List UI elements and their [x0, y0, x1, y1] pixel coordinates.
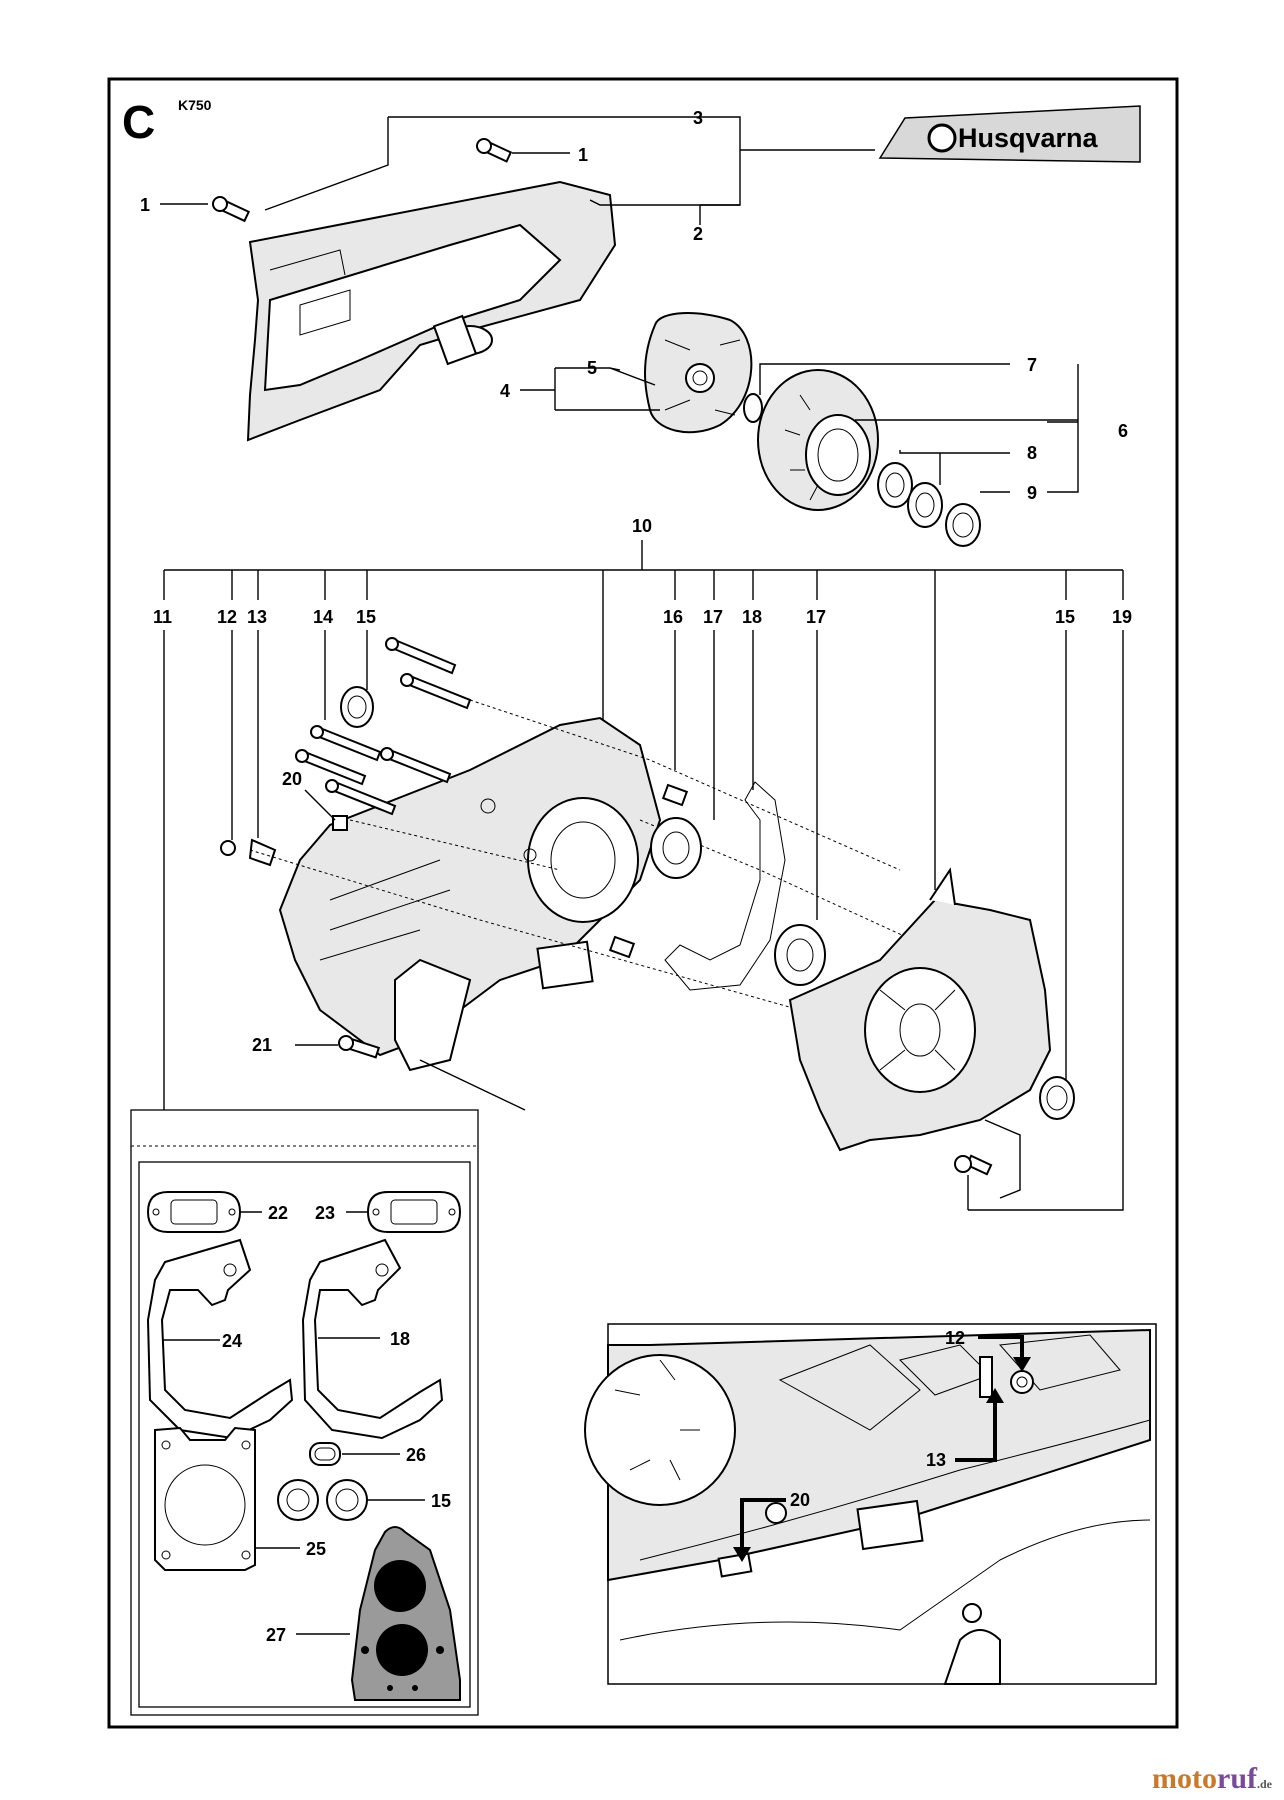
gasket-part-23 — [366, 1191, 462, 1233]
gasket-part-27 — [350, 1526, 461, 1701]
kit-callout-18: 18 — [390, 1329, 410, 1349]
callout-8: 8 — [1027, 443, 1037, 463]
arrow-icon — [740, 1498, 786, 1550]
callout-10: 10 — [632, 516, 652, 536]
callout-15b: 15 — [1055, 607, 1075, 627]
seal-part-9 — [945, 503, 981, 547]
watermark-part-b: ruf — [1217, 1762, 1257, 1795]
brand-name: Husqvarna — [958, 123, 1099, 153]
bearing-part-8b — [907, 482, 943, 528]
gasket-part-18 — [664, 781, 786, 991]
kit-callout-23: 23 — [315, 1203, 335, 1223]
inset-detail-view — [584, 1323, 1157, 1685]
callout-1a: 1 — [140, 195, 150, 215]
gasket-part-18-kit — [301, 1238, 444, 1440]
callout-13: 13 — [247, 607, 267, 627]
callout-1b: 1 — [578, 145, 588, 165]
bearing-part-8a — [877, 462, 913, 508]
watermark-tld: .de — [1257, 1777, 1272, 1791]
arrow-icon — [955, 1400, 997, 1462]
callout-6: 6 — [1118, 421, 1128, 441]
callout-16: 16 — [663, 607, 683, 627]
arrow-icon — [978, 1335, 1024, 1360]
model-label: K750 — [178, 97, 212, 113]
washer-part-7 — [743, 393, 763, 423]
gasket-part-25 — [154, 1426, 256, 1571]
brand-logo: Husqvarna — [878, 105, 1141, 163]
callout-14: 14 — [313, 607, 333, 627]
kit-callout-24: 24 — [222, 1331, 242, 1351]
clutch-assembly — [644, 312, 753, 434]
oring-part-26 — [309, 1442, 341, 1466]
section-letter: C — [122, 96, 155, 148]
husqvarna-crown-icon — [927, 123, 957, 153]
callout-5: 5 — [587, 358, 597, 378]
callout-3: 3 — [693, 108, 703, 128]
callout-11: 11 — [153, 607, 172, 627]
callout-9: 9 — [1027, 483, 1037, 503]
screw-part-1a — [212, 196, 251, 223]
clutch-cover — [246, 180, 617, 442]
callout-12: 12 — [217, 607, 237, 627]
callout-2: 2 — [693, 224, 703, 244]
kit-callout-27: 27 — [266, 1625, 286, 1645]
screw-set-part-14 — [295, 637, 472, 816]
callout-4: 4 — [500, 381, 510, 401]
screw-part-1b — [476, 138, 513, 163]
nut-part-20 — [332, 815, 348, 831]
callout-17a: 17 — [703, 607, 723, 627]
crankcase-right-half — [788, 867, 1052, 1152]
diagram-frame — [107, 77, 1179, 1729]
pin-part-16b — [608, 935, 636, 959]
gasket-part-22 — [146, 1191, 242, 1233]
callout-7: 7 — [1027, 355, 1037, 375]
callout-21: 21 — [252, 1035, 272, 1055]
seal-part-15a — [340, 686, 374, 728]
bracket-part-13 — [248, 838, 277, 867]
bearing-part-17a — [650, 817, 702, 879]
gasket-part-24 — [146, 1238, 294, 1440]
watermark: motoruf.de — [1152, 1762, 1272, 1796]
kit-callout-15: 15 — [431, 1491, 451, 1511]
screw-part-12 — [220, 840, 236, 856]
callout-18: 18 — [742, 607, 762, 627]
kit-callout-25: 25 — [306, 1539, 326, 1559]
callout-15a: 15 — [356, 607, 376, 627]
callout-19: 19 — [1112, 607, 1132, 627]
callout-17b: 17 — [806, 607, 826, 627]
seal-pair-part-15 — [277, 1479, 368, 1521]
callout-20: 20 — [282, 769, 302, 789]
kit-callout-26: 26 — [406, 1445, 426, 1465]
screw-part-19 — [954, 1154, 993, 1176]
inset-callout-12: 12 — [945, 1328, 965, 1348]
kit-callout-22: 22 — [268, 1203, 288, 1223]
clutch-drum — [757, 369, 879, 511]
bearing-part-17b — [774, 924, 826, 986]
watermark-part-a: moto — [1152, 1762, 1217, 1795]
seal-part-15b — [1039, 1076, 1075, 1120]
pin-part-16a — [661, 783, 689, 807]
inset-callout-20: 20 — [790, 1490, 810, 1510]
screw-part-21 — [338, 1035, 381, 1059]
crankcase-left-half — [278, 716, 662, 1072]
inset-callout-13: 13 — [926, 1450, 946, 1470]
